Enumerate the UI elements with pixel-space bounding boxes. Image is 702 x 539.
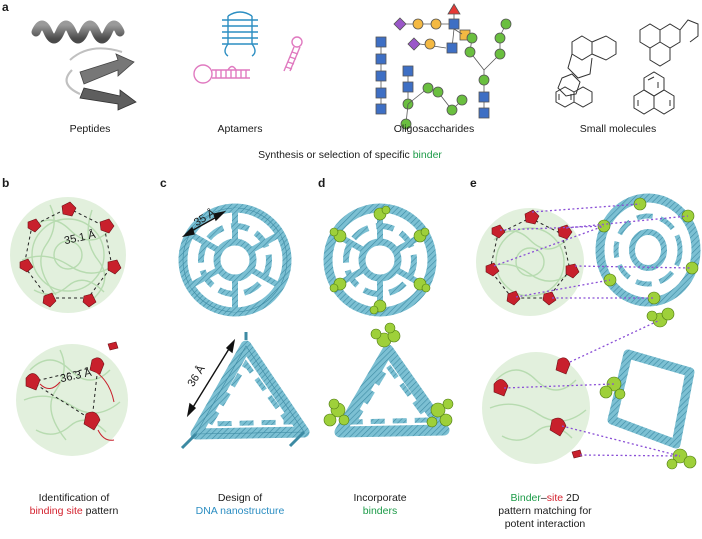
panel-label-b: b: [2, 176, 10, 190]
panel-e-caption-dash: –: [540, 492, 547, 504]
protein-structure-top-e: [476, 208, 584, 316]
panel-c-caption: Design of DNA nanostructure: [170, 492, 310, 518]
panel-e-caption: Binder–site 2D pattern matching for pote…: [470, 492, 620, 531]
category-label-aptamers: Aptamers: [217, 123, 263, 135]
distance-arrow-c-top: [181, 210, 227, 238]
panel-e-caption-line1: Binder–site 2D: [470, 492, 620, 505]
protein-structure-bottom-e: [482, 352, 590, 464]
panel-d-caption: Incorporate binders: [320, 492, 440, 518]
panel-c-caption-highlight: DNA nanostructure: [195, 505, 285, 517]
aptamer-icon: [193, 11, 303, 84]
dna-triangle-with-binders-bottom-e: [599, 307, 697, 470]
category-label-oligosaccharides: Oligosaccharides: [393, 123, 475, 135]
dna-triangle-with-binders-bottom: [323, 322, 454, 438]
pattern-match-lines-bottom: [503, 319, 681, 457]
panel-b-caption-highlight: binding site: [29, 505, 83, 517]
small-molecule-icon: [555, 19, 699, 115]
panel-b-caption: Identification of binding site pattern: [4, 492, 144, 518]
panel-e-caption-line3: potent interaction: [504, 518, 586, 530]
panel-e-caption-line2: pattern matching for: [498, 505, 592, 517]
dna-origami-top: [178, 203, 292, 317]
category-label-small-molecules: Small molecules: [579, 123, 657, 135]
panel-label-e: e: [470, 176, 477, 190]
dna-origami-with-binders-top-e: [595, 193, 701, 307]
oligosaccharide-icon: [375, 3, 512, 130]
protein-structure-bottom: [16, 341, 128, 456]
distance-arrow-c-bottom: [186, 338, 236, 418]
category-label-peptides: Peptides: [69, 123, 111, 135]
dna-origami-with-binders-top: [323, 203, 437, 317]
panel-e-caption-site: site: [546, 492, 564, 504]
panel-label-c: c: [160, 176, 167, 190]
dna-triangle-bottom: [180, 332, 310, 450]
panel-e-caption-binder: Binder: [510, 492, 541, 504]
panel-a-caption-highlight: binder: [412, 149, 442, 161]
panel-a-caption: Synthesis or selection of specific binde…: [160, 149, 540, 162]
panel-c-caption-line1: Design of: [217, 492, 263, 504]
panel-b-caption-suffix: pattern: [82, 505, 119, 517]
panel-b-caption-line1: Identification of: [38, 492, 110, 504]
pattern-match-lines-top: [493, 203, 693, 299]
protein-structure-top: [10, 197, 126, 313]
panel-d-caption-highlight: binders: [362, 505, 398, 517]
panel-label-d: d: [318, 176, 326, 190]
panel-label-a: a: [2, 0, 9, 14]
panel-e-caption-rest: 2D: [563, 492, 580, 504]
panel-b-caption-line2: binding site pattern: [4, 505, 144, 518]
panel-d-caption-line1: Incorporate: [353, 492, 407, 504]
panel-a-caption-prefix: Synthesis or selection of specific: [258, 149, 413, 161]
peptide-icon: [31, 20, 137, 111]
